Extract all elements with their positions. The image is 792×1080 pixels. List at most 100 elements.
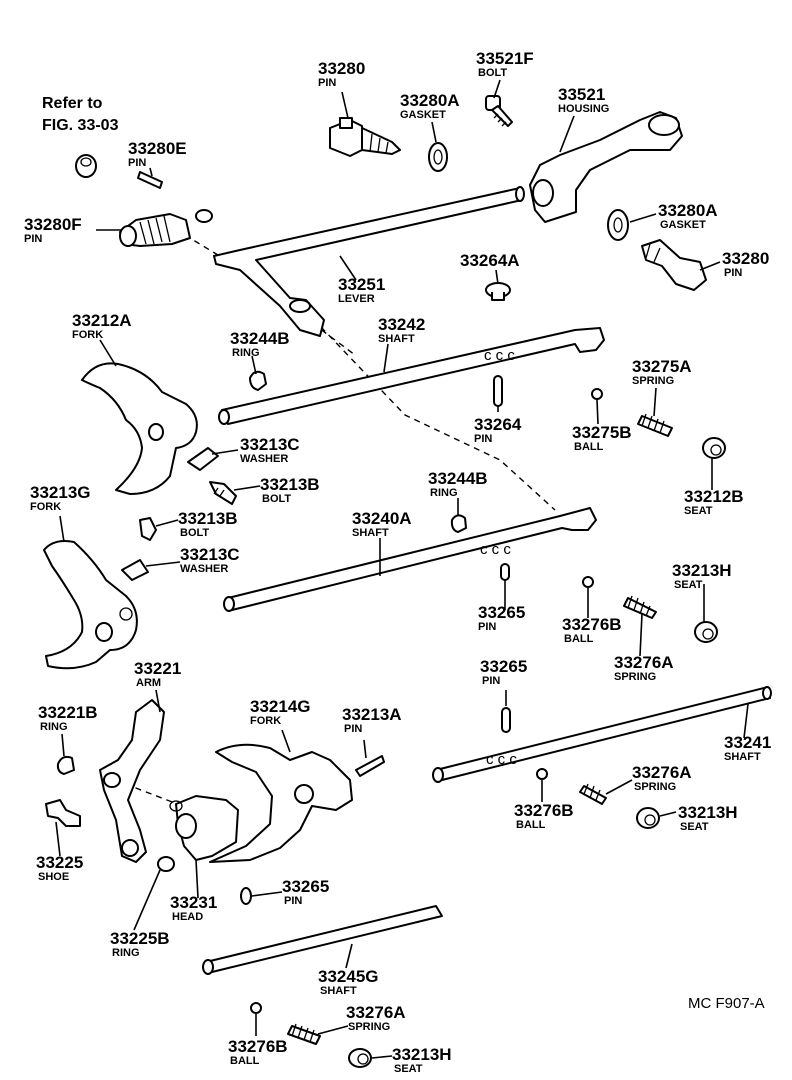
- part-number: 33521: [558, 85, 605, 104]
- part-name: WASHER: [240, 453, 288, 465]
- pin-33264-part: [493, 375, 503, 407]
- part-number: 33280: [318, 59, 365, 78]
- lever-33251-part: [213, 186, 525, 337]
- bolt-33213b-upper-part: [209, 481, 237, 505]
- callout-33225b: 33225B RING: [110, 929, 170, 959]
- arm-33221-part: [99, 699, 165, 863]
- refer-note: Refer to FIG. 33-03: [42, 95, 119, 134]
- pin-33265-mid-part: [500, 563, 510, 581]
- shaft-33242-part: c c c: [218, 327, 605, 425]
- part-number: 33280F: [24, 215, 82, 234]
- callout-33276b-bottom: 33276B BALL: [228, 1037, 288, 1067]
- svg-text:c c c: c c c: [486, 751, 517, 768]
- shaft-33241-part: c c c: [432, 686, 772, 783]
- part-name: SPRING: [634, 781, 676, 793]
- part-name: PIN: [344, 723, 362, 735]
- pin-33213a-part: [355, 755, 385, 777]
- seat-33213h-right-part: [636, 807, 660, 829]
- part-number: 33244B: [230, 329, 290, 348]
- callout-33264a: 33264A: [460, 251, 520, 270]
- part-number: 33275A: [632, 357, 692, 376]
- part-number: 33221B: [38, 703, 98, 722]
- spring-33276a-right-part: [579, 783, 607, 805]
- callout-33276a-right: 33276A SPRING: [632, 763, 692, 793]
- part-number: 33213C: [180, 545, 240, 564]
- pin-33280-right-part: [641, 239, 707, 291]
- refer-line1: Refer to: [42, 95, 103, 112]
- svg-text:c c c: c c c: [484, 347, 515, 364]
- part-name: SHOE: [38, 871, 69, 883]
- part-number: 33280: [722, 249, 769, 268]
- part-name: GASKET: [400, 109, 446, 121]
- callout-33245g: 33245G SHAFT: [318, 967, 379, 997]
- spring-33276a-bottom-part: [287, 1023, 321, 1045]
- callout-33244b-upper: 33244B RING: [230, 329, 290, 359]
- part-number: 33276A: [632, 763, 692, 782]
- part-number: 33521F: [476, 49, 534, 68]
- part-name: FORK: [72, 329, 103, 341]
- part-name: PIN: [128, 157, 146, 169]
- part-name: FORK: [250, 715, 281, 727]
- bolt-33521f-part: [485, 95, 513, 127]
- ball-33276b-right-part: [536, 768, 548, 780]
- plug-33264a-part: [485, 282, 511, 301]
- part-name: BOLT: [478, 67, 507, 79]
- part-number: 33265: [478, 603, 525, 622]
- ring-33244b-upper-part: [249, 370, 267, 391]
- part-name: SHAFT: [352, 527, 389, 539]
- part-name: PIN: [24, 233, 42, 245]
- ball-33275b-part: [591, 388, 603, 400]
- fork-33213g-part: [43, 540, 138, 670]
- part-name: WASHER: [180, 563, 228, 575]
- part-number: 33225: [36, 853, 83, 872]
- part-number: 33231: [170, 893, 217, 912]
- callout-33213c-lower: 33213C WASHER: [180, 545, 240, 575]
- refer-nut-part: [75, 154, 97, 178]
- part-name: BOLT: [262, 493, 291, 505]
- callout-33213g: 33213G FORK: [30, 483, 91, 513]
- callout-33244b-lower: 33244B RING: [428, 469, 488, 499]
- part-name: BOLT: [180, 527, 209, 539]
- callout-33275b: 33275B BALL: [572, 423, 632, 453]
- callout-33221b: 33221B RING: [38, 703, 98, 733]
- fork-33214g-part: [209, 743, 353, 863]
- part-number: 33241: [724, 733, 771, 752]
- part-name: HEAD: [172, 911, 203, 923]
- callout-33265-right: 33265 PIN: [480, 657, 527, 687]
- part-name: PIN: [318, 77, 336, 89]
- part-name: SHAFT: [320, 985, 357, 997]
- part-number: 33242: [378, 315, 425, 334]
- callout-33231: 33231 HEAD: [170, 893, 217, 923]
- housing-33521-part: [529, 111, 683, 223]
- part-name: SHAFT: [724, 751, 761, 763]
- part-number: 33265: [480, 657, 527, 676]
- gasket-33280a-top-part: [428, 142, 448, 172]
- callout-33242: 33242 SHAFT: [378, 315, 425, 345]
- part-number: 33213B: [260, 475, 320, 494]
- head-33231-part: [169, 795, 239, 861]
- part-number: 33251: [338, 275, 385, 294]
- shaft-33245g-part: [202, 905, 443, 975]
- part-name: GASKET: [660, 219, 706, 231]
- part-number: 33213A: [342, 705, 402, 724]
- part-name: RING: [430, 487, 458, 499]
- washer-33213c-upper-part: [187, 447, 219, 471]
- spring-33275a-part: [637, 413, 673, 437]
- callout-33280-right: 33280 PIN: [722, 249, 769, 279]
- washer-33213c-lower-part: [121, 559, 149, 581]
- part-name: LEVER: [338, 293, 375, 305]
- part-name: PIN: [284, 895, 302, 907]
- part-number: 33276B: [228, 1037, 288, 1056]
- callout-33276b-right: 33276B BALL: [514, 801, 574, 831]
- pin-33280-top-part: [329, 117, 401, 157]
- part-number: 33214G: [250, 697, 311, 716]
- part-name: PIN: [474, 433, 492, 445]
- callout-33213c-upper: 33213C WASHER: [240, 435, 300, 465]
- ring-33225b-part: [157, 856, 175, 872]
- callout-33212a: 33212A FORK: [72, 311, 132, 341]
- part-name: SPRING: [348, 1021, 390, 1033]
- part-number: 33276A: [614, 653, 674, 672]
- callout-33264: 33264 PIN: [474, 415, 522, 445]
- callout-33213b-lower: 33213B BOLT: [178, 509, 238, 539]
- part-name: SEAT: [680, 821, 709, 833]
